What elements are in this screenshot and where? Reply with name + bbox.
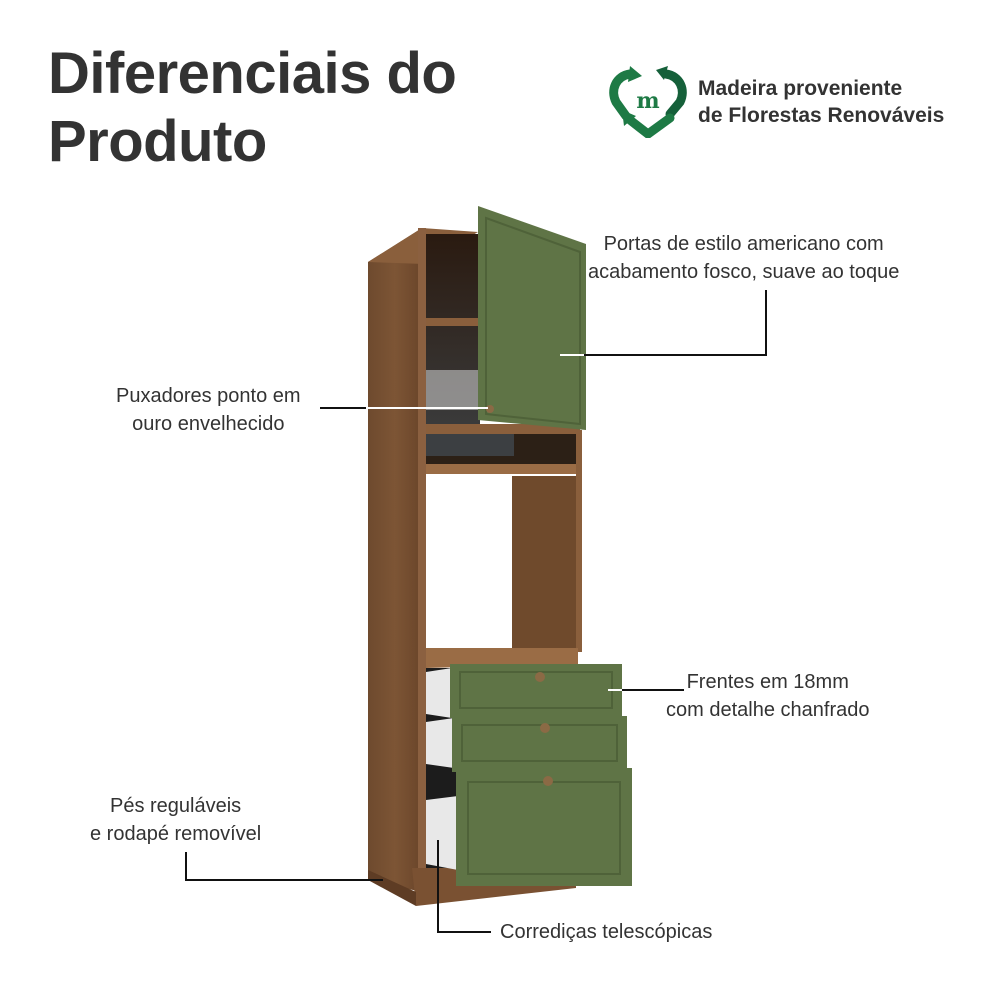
callout-doors-leader-h xyxy=(582,354,767,356)
callout-slides-line-1: Corrediças telescópicas xyxy=(500,921,713,943)
callout-feet: Pés reguláveis e rodapé removível xyxy=(90,792,261,848)
callout-feet-leader-v xyxy=(185,852,187,881)
callout-fronts-line-2: com detalhe chanfrado xyxy=(666,699,870,721)
svg-text:m: m xyxy=(636,88,659,114)
page-title: Diferenciais do Produto xyxy=(48,40,457,176)
callout-doors-leader-v xyxy=(765,290,767,356)
callout-feet-line-2: e rodapé removível xyxy=(90,823,262,845)
callout-feet-line-1: Pés reguláveis xyxy=(110,795,242,817)
callout-handles-leader xyxy=(320,407,366,409)
callout-handles-line-1: Puxadores ponto em xyxy=(116,385,301,407)
cabinet-side-panel xyxy=(368,228,422,892)
badge-line-1: Madeira proveniente xyxy=(698,77,903,100)
sustainability-badge: m Madeira proveniente de Florestas Renov… xyxy=(608,66,944,138)
badge-text: Madeira proveniente de Florestas Renováv… xyxy=(698,75,944,129)
title-line-1: Diferenciais do xyxy=(48,41,457,106)
callout-slides-leader-h xyxy=(437,931,491,933)
callout-handles: Puxadores ponto em ouro envelhecido xyxy=(116,382,301,438)
callout-doors: Portas de estilo americano com acabament… xyxy=(588,230,899,286)
callout-fronts-line-1: Frentes em 18mm xyxy=(686,671,849,693)
recycle-m-heart-icon: m xyxy=(609,66,687,138)
upper-door xyxy=(478,206,586,430)
drawer-front-3 xyxy=(456,768,632,886)
callout-handles-line-2: ouro envelhecido xyxy=(132,413,285,435)
callout-slides-leader-v xyxy=(437,840,439,933)
callout-fronts-leader xyxy=(622,689,684,691)
callout-doors-line-1: Portas de estilo americano com xyxy=(603,233,884,255)
callout-slides: Corrediças telescópicas xyxy=(500,918,712,946)
badge-line-2: de Florestas Renováveis xyxy=(698,104,945,127)
callout-feet-leader-h xyxy=(185,879,383,881)
callout-handles-leader-tip xyxy=(366,407,488,409)
door-knob xyxy=(486,405,494,413)
callout-fronts-leader-tip xyxy=(608,689,622,691)
callout-doors-leader-tip xyxy=(560,354,584,356)
callout-fronts: Frentes em 18mm com detalhe chanfrado xyxy=(666,668,869,724)
title-line-2: Produto xyxy=(48,109,267,174)
callout-doors-line-2: acabamento fosco, suave ao toque xyxy=(588,261,900,283)
